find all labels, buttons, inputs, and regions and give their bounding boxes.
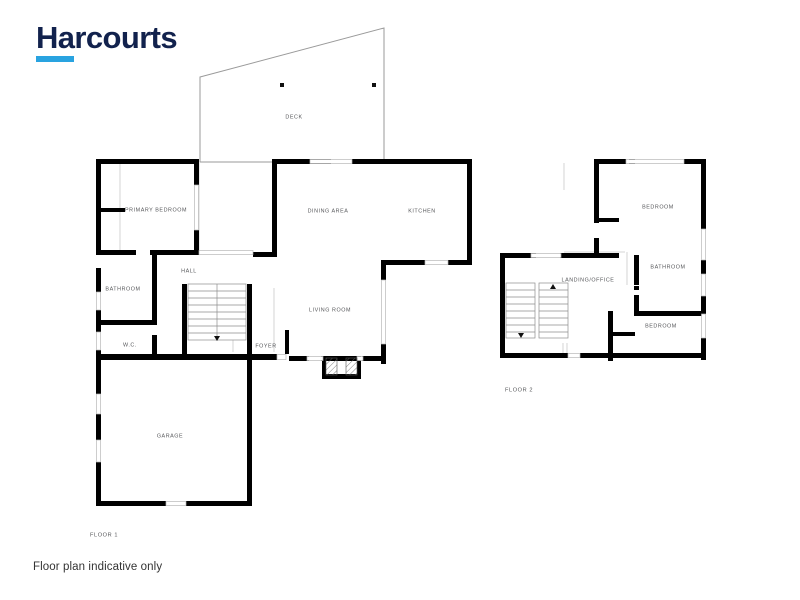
floor-1-group: DECK bbox=[90, 27, 472, 538]
footer-disclaimer: Floor plan indicative only bbox=[33, 561, 163, 573]
room-label-primary-bedroom: PRIMARY BEDROOM bbox=[125, 207, 187, 213]
floor-1-label: FLOOR 1 bbox=[90, 532, 118, 538]
room-label-hall: HALL bbox=[181, 268, 197, 274]
room-label-kitchen: KITCHEN bbox=[408, 208, 436, 214]
brand-underline-rule bbox=[36, 56, 74, 62]
floor-2-label: FLOOR 2 bbox=[505, 387, 533, 393]
floor-1-walls bbox=[96, 159, 472, 506]
room-label-wc: W.C. bbox=[123, 342, 137, 348]
floor-2-walls bbox=[500, 159, 706, 361]
staircase-floor-1 bbox=[187, 283, 247, 341]
room-deck: DECK bbox=[199, 27, 385, 163]
floor-1-windows bbox=[96, 159, 449, 506]
room-label-bedroom-lower: BEDROOM bbox=[645, 323, 677, 329]
room-label-bathroom-upper: BATHROOM bbox=[650, 264, 685, 270]
room-label-dining-area: DINING AREA bbox=[308, 208, 349, 214]
brand-name: Harcourts bbox=[36, 20, 178, 55]
brand-logo: Harcourts bbox=[36, 22, 256, 62]
room-label-foyer: FOYER bbox=[255, 343, 276, 349]
deck-post-1 bbox=[280, 83, 284, 87]
staircase-floor-2 bbox=[505, 282, 569, 339]
floor-2-windows bbox=[530, 159, 706, 358]
room-label-bathroom: BATHROOM bbox=[105, 286, 140, 292]
entry-porch-hatch bbox=[325, 357, 358, 376]
room-label-bedroom-upper: BEDROOM bbox=[642, 204, 674, 210]
room-label-deck: DECK bbox=[285, 114, 302, 120]
room-label-garage: GARAGE bbox=[157, 433, 183, 439]
room-label-living-room: LIVING ROOM bbox=[309, 307, 351, 313]
room-label-landing-office: LANDING/OFFICE bbox=[562, 277, 615, 283]
floor-2-group: BEDROOM BATHROOM LANDING/OFFICE BEDROOM … bbox=[500, 159, 706, 393]
deck-outline bbox=[199, 27, 385, 163]
deck-post-2 bbox=[372, 83, 376, 87]
